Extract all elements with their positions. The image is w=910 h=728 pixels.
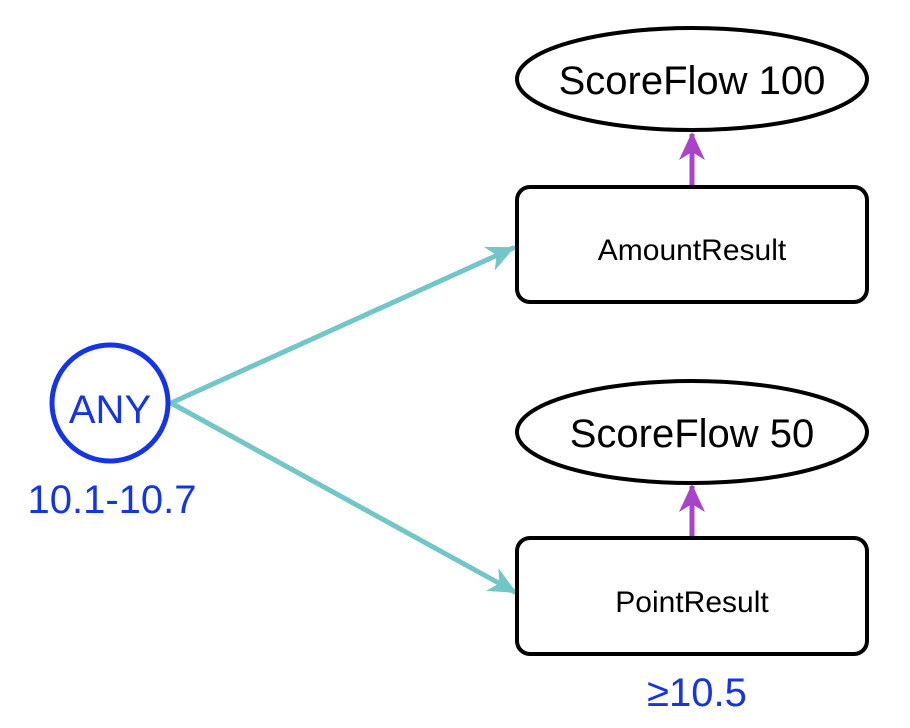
any-label: ANY (69, 388, 151, 432)
amountresult-box (515, 185, 869, 304)
pointresult-threshold-caption: ≥10.5 (647, 671, 747, 715)
scoreflow-50-ellipse (515, 379, 869, 485)
amountresult-label: AmountResult (598, 234, 787, 267)
pointresult-box (515, 536, 869, 656)
amountresult-node: AmountResult (515, 185, 869, 304)
scoreflow-50-label: ScoreFlow 50 (570, 412, 815, 456)
scoreflow-100-ellipse (515, 26, 869, 132)
scoreflow-100-label: ScoreFlow 100 (559, 59, 826, 103)
pointresult-label: PointResult (615, 586, 769, 619)
any-range-caption: 10.1-10.7 (27, 478, 196, 522)
scoreflow-50-node: ScoreFlow 50 (515, 379, 869, 485)
edge-any-to-amountresult (168, 245, 516, 406)
pointresult-node: PointResult (515, 536, 869, 656)
edge-any-to-pointresult (168, 400, 518, 595)
scoreflow-100-node: ScoreFlow 100 (515, 26, 869, 132)
any-circle (49, 342, 171, 464)
any-node: ANY (49, 342, 171, 464)
